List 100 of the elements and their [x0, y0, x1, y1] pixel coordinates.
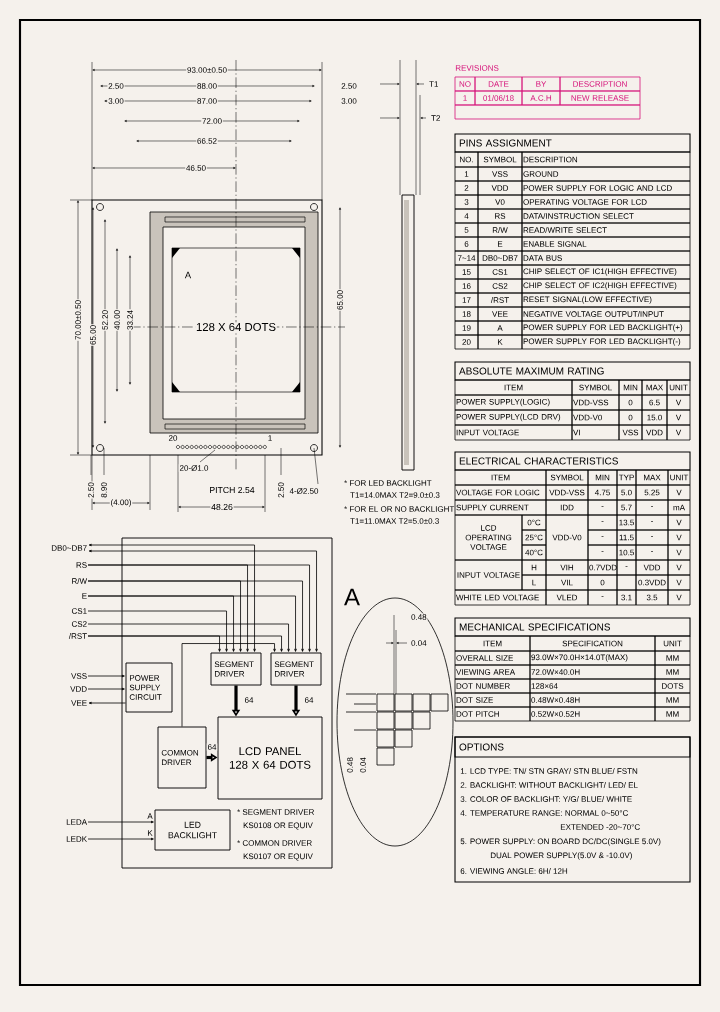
table-cell: POWER SUPPLY FOR LED BACKLIGHT(+)	[521, 320, 691, 336]
table-cell: ITEM	[454, 469, 547, 486]
table-cell: 15	[454, 264, 479, 280]
dimension-label: 4-Ø2.50	[288, 487, 320, 495]
table-cell: V	[666, 424, 691, 441]
table-cell: MIN	[618, 379, 643, 396]
table-text: 4. TEMPERATURE RANGE: NORMAL 0~50°C	[460, 810, 628, 816]
table-cell: 128×64	[529, 678, 656, 694]
table-cell: DOT NUMBER	[454, 678, 531, 694]
callout-letter: A	[184, 271, 192, 279]
table-cell: VIL	[545, 574, 589, 591]
table-cell: -	[635, 529, 669, 546]
edge-label: K	[146, 829, 154, 837]
table-text: 3. COLOR OF BACKLIGHT: Y/G/ BLUE/ WHITE	[460, 796, 632, 802]
edge-label: 64	[303, 696, 315, 704]
table-cell: 0	[618, 394, 643, 411]
table-cell: H	[521, 559, 547, 576]
table-cell: IDD	[545, 499, 589, 516]
signal-label: CS1	[71, 608, 87, 614]
table-cell: V	[667, 589, 691, 606]
dimension-label: 70.00±0.50	[74, 299, 82, 341]
table-cell: GROUND	[521, 166, 691, 182]
table-cell: MM	[654, 706, 691, 722]
table-cell: 6.5	[641, 394, 668, 411]
table-cell: MM	[654, 664, 691, 680]
table-cell: VOLTAGE FOR LOGIC	[454, 484, 547, 501]
table-cell: 10.5	[616, 544, 637, 561]
table-cell: NEW RELEASE	[559, 90, 641, 106]
table-cell: 2	[454, 180, 479, 196]
table-cell: 72.0W×40.0H	[529, 664, 656, 680]
table-cell: SUPPLY CURRENT	[454, 499, 547, 516]
table-cell: V	[667, 484, 691, 501]
table-text: REVISIONS	[455, 65, 499, 71]
table-cell: ENABLE SIGNAL	[521, 236, 691, 252]
table-cell: RS	[477, 208, 523, 224]
signal-label: E	[82, 593, 87, 599]
block-box: SEGMENT DRIVER	[270, 652, 322, 686]
table-cell: 0.52W×0.52H	[529, 706, 656, 722]
table-cell: 13.5	[616, 514, 637, 531]
table-cell: DB0~DB7	[477, 250, 523, 266]
table-cell: VSS	[477, 166, 523, 182]
table-cell: 16	[454, 278, 479, 294]
table-cell: UNIT	[667, 469, 691, 486]
table-cell: SYMBOL	[477, 151, 523, 168]
table-cell: UNIT	[666, 379, 691, 396]
table-cell: -	[635, 499, 669, 516]
detail-letter: A	[344, 588, 360, 606]
table-cell: 0	[618, 409, 643, 426]
table-cell: 93.0W×70.0H×14.0T(MAX)	[529, 650, 656, 666]
table-cell: MIN	[587, 469, 618, 486]
pin-number: 1	[267, 434, 274, 442]
edge-label: A	[146, 812, 154, 820]
table-cell: BY	[521, 76, 561, 92]
signal-label: LEDK	[66, 836, 87, 842]
table-cell: TYP	[616, 469, 637, 486]
table-cell: READ/WRITE SELECT	[521, 222, 691, 238]
connector	[88, 543, 256, 652]
table-cell: V	[667, 514, 691, 531]
connector	[87, 623, 290, 652]
table-cell: K	[477, 334, 523, 350]
block-box: LED BACKLIGHT	[154, 809, 231, 851]
table-cell: MAX	[635, 469, 669, 486]
note-text: * SEGMENT DRIVER	[237, 809, 315, 815]
connector	[87, 820, 154, 824]
table-cell: VDD	[641, 424, 668, 441]
table-cell: VDD-V0	[545, 514, 589, 561]
table-text: 5. POWER SUPPLY: ON BOARD DC/DC(SINGLE 5.0V)	[460, 838, 661, 846]
connector	[87, 580, 304, 652]
dot-count-label: 128 X 64 DOTS	[195, 322, 277, 332]
table-cell: POWER SUPPLY(LCD DRV)	[454, 409, 573, 426]
dimension-label: 88.00	[196, 82, 218, 90]
table-cell: DESCRIPTION	[559, 76, 641, 92]
table-cell: NO.	[454, 151, 479, 168]
connector	[87, 610, 228, 652]
table-cell: V	[667, 574, 691, 591]
table-cell: 5.25	[635, 484, 669, 501]
table-cell: 11.5	[616, 529, 637, 546]
table-cell: DESCRIPTION	[521, 151, 691, 168]
table-cell: 3.5	[635, 589, 669, 606]
table-cell: CHIP SELECT OF IC1(HIGH EFFECTIVE)	[521, 264, 691, 280]
table-cell: 5	[454, 222, 479, 238]
dimension-label: 3.00	[340, 97, 358, 105]
table-cell: VIH	[545, 559, 589, 576]
dimension-label: (4.00)	[109, 498, 133, 508]
table-cell: LCD OPERATING VOLTAGE	[454, 514, 523, 561]
table-cell: VLED	[545, 589, 589, 606]
table-cell: VDD-V0	[571, 409, 620, 426]
table-cell: MM	[654, 692, 691, 708]
table-cell: VDD	[635, 559, 669, 576]
dimension-label: 65.00	[336, 289, 344, 311]
table-cell: POWER SUPPLY FOR LOGIC AND LCD	[521, 180, 691, 196]
connector	[88, 701, 126, 705]
dimension-label: 66.52	[196, 137, 218, 145]
table-text: 2. BACKLIGHT: WITHOUT BACKLIGHT/ LED/ EL	[460, 782, 638, 788]
table-cell: 17	[454, 292, 479, 308]
table-cell: /RST	[477, 292, 523, 308]
table-cell: OPERATING VOLTAGE FOR LCD	[521, 194, 691, 210]
table-cell: V	[666, 409, 691, 426]
note-text: T1=11.0MAX T2=5.0±0.3	[350, 518, 439, 524]
table-cell: 7~14	[454, 250, 479, 266]
